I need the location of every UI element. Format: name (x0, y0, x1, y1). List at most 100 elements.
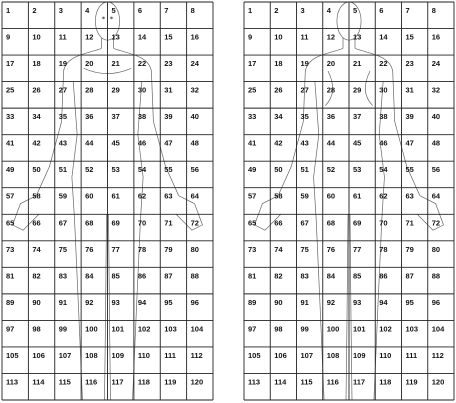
cell-number: 9 (6, 33, 10, 42)
cell-number: 49 (248, 165, 256, 174)
cell-number: 78 (138, 245, 146, 254)
cell-number: 14 (138, 33, 147, 42)
cell-number: 11 (301, 33, 309, 42)
cell-number: 80 (191, 245, 199, 254)
cell-number: 81 (248, 271, 256, 280)
cell-number: 25 (248, 86, 256, 95)
cell-number: 69 (112, 218, 120, 227)
cell-number: 55 (164, 165, 172, 174)
cell-number: 104 (191, 324, 204, 333)
cell-number: 118 (138, 377, 150, 386)
cell-number: 109 (353, 351, 366, 360)
cell-number: 115 (301, 377, 313, 386)
cell-number: 18 (274, 59, 282, 68)
cell-number: 111 (164, 351, 176, 360)
cell-number: 77 (353, 245, 361, 254)
cell-number: 34 (274, 112, 283, 121)
cell-number: 60 (85, 192, 93, 201)
cell-number: 41 (248, 139, 256, 148)
cell-number: 81 (6, 271, 14, 280)
cell-number: 31 (164, 86, 172, 95)
cell-number: 114 (274, 377, 287, 386)
cell-number: 84 (327, 271, 336, 280)
cell-number: 40 (191, 112, 199, 121)
cell-number: 17 (6, 59, 14, 68)
cell-number: 94 (379, 298, 388, 307)
cell-number: 56 (432, 165, 440, 174)
cell-number: 78 (379, 245, 387, 254)
cell-number: 91 (301, 298, 309, 307)
cell-number: 60 (327, 192, 335, 201)
cell-number: 12 (85, 33, 93, 42)
cell-number: 59 (301, 192, 309, 201)
cell-number: 42 (274, 139, 282, 148)
cell-number: 22 (379, 59, 387, 68)
cell-number: 36 (327, 112, 335, 121)
cell-number: 105 (248, 351, 261, 360)
cell-number: 107 (301, 351, 314, 360)
cell-number: 99 (59, 324, 67, 333)
cell-number: 25 (6, 86, 14, 95)
cell-number: 85 (112, 271, 120, 280)
cell-number: 100 (327, 324, 340, 333)
cell-number: 59 (59, 192, 67, 201)
cell-number: 86 (379, 271, 387, 280)
cell-number: 16 (191, 33, 199, 42)
cell-number: 89 (6, 298, 14, 307)
cell-number: 98 (32, 324, 40, 333)
cell-number: 28 (85, 86, 93, 95)
cell-number: 102 (379, 324, 392, 333)
cell-number: 85 (353, 271, 361, 280)
cell-number: 10 (274, 33, 282, 42)
cell-number: 117 (353, 377, 365, 386)
cell-number: 30 (379, 86, 387, 95)
cell-number: 103 (164, 324, 177, 333)
cell-number: 42 (32, 139, 40, 148)
cell-number: 96 (432, 298, 440, 307)
cell-number: 9 (248, 33, 252, 42)
cell-number: 82 (274, 271, 282, 280)
cell-number: 99 (301, 324, 309, 333)
cell-number: 79 (164, 245, 172, 254)
cell-number: 7 (164, 6, 168, 15)
cell-number: 27 (301, 86, 309, 95)
cell-number: 73 (248, 245, 256, 254)
cell-number: 88 (191, 271, 199, 280)
cell-number: 62 (379, 192, 387, 201)
cell-number: 24 (432, 59, 441, 68)
cell-number: 64 (432, 192, 441, 201)
cell-number: 76 (327, 245, 335, 254)
cell-number: 118 (379, 377, 391, 386)
cell-number: 2 (32, 6, 36, 15)
cell-number: 12 (327, 33, 335, 42)
cell-number: 72 (432, 218, 440, 227)
cell-number: 37 (112, 112, 120, 121)
cell-number: 90 (32, 298, 40, 307)
cell-number: 6 (138, 6, 142, 15)
cell-number: 23 (406, 59, 414, 68)
cell-number: 27 (59, 86, 67, 95)
cell-number: 63 (406, 192, 414, 201)
cell-number: 20 (85, 59, 93, 68)
cell-number: 83 (59, 271, 67, 280)
cell-number: 88 (432, 271, 440, 280)
cell-number: 114 (32, 377, 45, 386)
cell-number: 8 (191, 6, 195, 15)
cell-number: 71 (406, 218, 414, 227)
cell-number: 24 (191, 59, 200, 68)
cell-number: 7 (406, 6, 410, 15)
cell-number: 20 (327, 59, 335, 68)
cell-number: 87 (164, 271, 172, 280)
cell-number: 97 (6, 324, 14, 333)
cell-number: 94 (138, 298, 147, 307)
cell-number: 41 (6, 139, 14, 148)
cell-number: 40 (432, 112, 440, 121)
cell-number: 70 (379, 218, 387, 227)
cell-number: 64 (191, 192, 200, 201)
cell-number: 89 (248, 298, 256, 307)
cell-number: 74 (274, 245, 283, 254)
cell-number: 36 (85, 112, 93, 121)
cell-number: 66 (274, 218, 282, 227)
cell-number: 73 (6, 245, 14, 254)
